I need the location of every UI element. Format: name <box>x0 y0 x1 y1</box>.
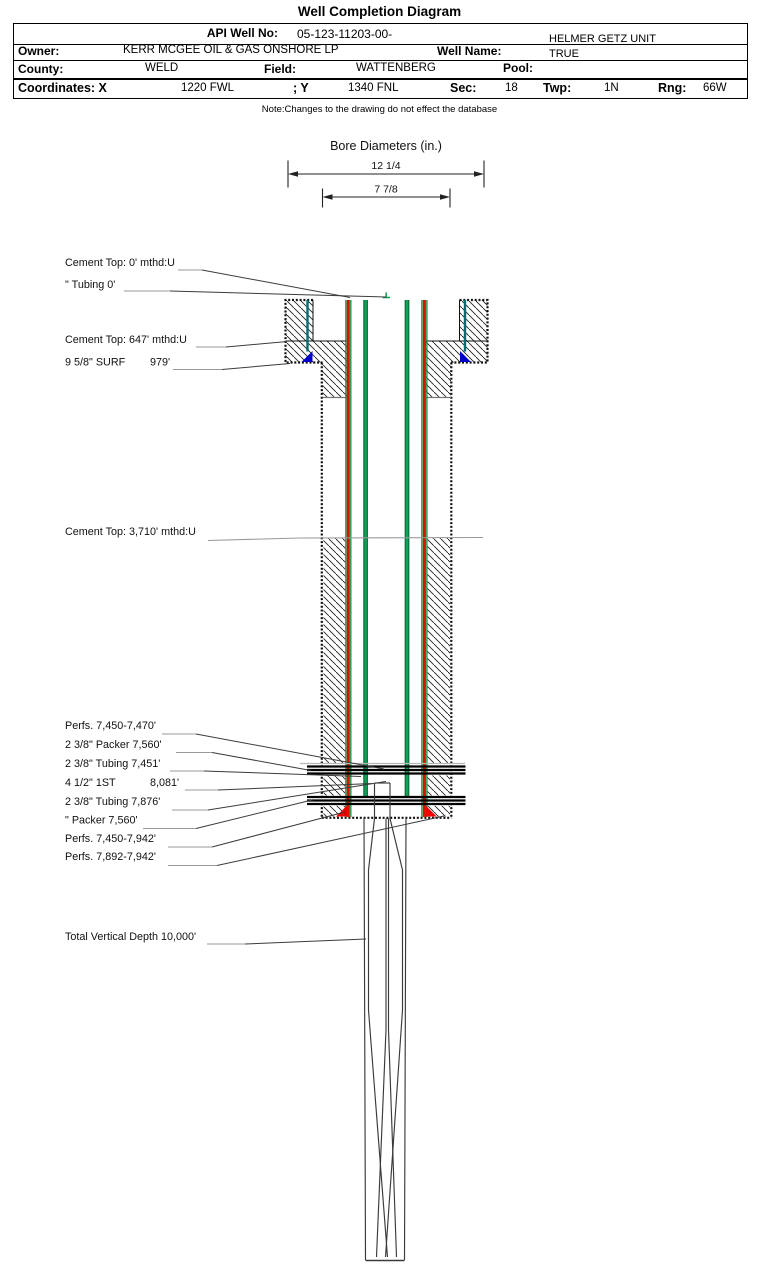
surface-casing-depth: 979' <box>150 357 170 369</box>
tubing-7451-label: 2 3/8" Tubing 7,451' <box>65 758 160 770</box>
liner-and-open-hole <box>363 782 407 1262</box>
coordinate-y-label: ; Y <box>293 81 309 95</box>
production-casing-string <box>345 300 428 817</box>
arrowhead-left-icon <box>288 171 298 177</box>
well-name-label: Well Name: <box>437 43 502 58</box>
pool-label: Pool: <box>503 61 533 75</box>
leader-lines <box>124 269 484 945</box>
cement-hatch-fills <box>285 300 488 817</box>
bore-diameters-title: Bore Diameters (in.) <box>330 139 442 153</box>
liner-depth: 8,081' <box>150 777 179 789</box>
borehole-outline <box>284 298 489 819</box>
well-info-table <box>13 23 748 99</box>
well-name-value-line1: HELMER GETZ UNIT <box>549 33 656 45</box>
county-value: WELD <box>145 62 179 74</box>
perfs-7450-7470-label: Perfs. 7,450-7,470' <box>65 720 156 732</box>
bore-diameters-group: Bore Diameters (in.) 12 1/4 7 7/8 <box>287 139 485 208</box>
field-value: WATTENBERG <box>356 62 436 74</box>
sec-label: Sec: <box>450 81 477 95</box>
surface-casing-string <box>301 300 471 362</box>
coordinates-label: Coordinates: X <box>18 81 107 95</box>
rng-label: Rng: <box>658 81 687 95</box>
cement-top-surface-label: Cement Top: 0' mthd:U <box>65 257 175 269</box>
inner-diameter-value: 7 7/8 <box>374 184 398 196</box>
rng-value: 66W <box>703 82 727 94</box>
casing-shoe-marker-left <box>301 351 313 362</box>
well-name-value-line2: TRUE <box>549 47 579 60</box>
county-label: County: <box>18 61 64 76</box>
tubing-string <box>363 292 410 796</box>
table-border-line <box>14 59 747 62</box>
perfs-7450-7942-label: Perfs. 7,450-7,942' <box>65 833 156 845</box>
coordinate-y-value: 1340 FNL <box>348 82 399 94</box>
packer-7560-label: 2 3/8" Packer 7,560' <box>65 739 162 751</box>
arrowhead-left-icon <box>322 194 333 200</box>
tubing-7876-label: 2 3/8" Tubing 7,876' <box>65 796 160 808</box>
packer-bands <box>300 762 466 806</box>
surface-casing-label: 9 5/8" SURF <box>65 357 126 369</box>
packer-7560-b-label: " Packer 7,560' <box>65 815 138 827</box>
annotation-labels: Cement Top: 0' mthd:U " Tubing 0' Cement… <box>65 257 196 943</box>
coordinate-x-value: 1220 FWL <box>181 82 235 94</box>
outer-diameter-value: 12 1/4 <box>371 160 400 172</box>
table-border-line <box>14 78 747 80</box>
wellhead-datum-tick <box>382 292 390 299</box>
field-label: Field: <box>264 61 296 76</box>
arrowhead-right-icon <box>440 194 450 200</box>
well-schematic: Bore Diameters (in.) 12 1/4 7 7/8 <box>65 139 489 1262</box>
arrowhead-right-icon <box>474 171 484 177</box>
tubing-surface-label: " Tubing 0' <box>65 279 115 291</box>
sec-value: 18 <box>505 82 518 94</box>
table-border-line <box>14 43 747 46</box>
casing-shoe-marker-right <box>460 351 471 362</box>
total-vertical-depth-label: Total Vertical Depth 10,000' <box>65 931 196 943</box>
cement-top-647-label: Cement Top: 647' mthd:U <box>65 334 187 346</box>
owner-value: KERR MCGEE OIL & GAS ONSHORE LP <box>123 44 339 56</box>
api-well-no-value: 05-123-11203-00- <box>297 26 393 41</box>
inner-diameter-dimension-line <box>321 188 451 208</box>
database-note: Note:Changes to the drawing do not effec… <box>261 104 498 115</box>
cement-top-3710-label: Cement Top: 3,710' mthd:U <box>65 526 196 538</box>
liner-label: 4 1/2" 1ST <box>65 777 116 789</box>
page-title: Well Completion Diagram <box>297 4 462 19</box>
api-well-no-label: API Well No: <box>206 26 278 40</box>
owner-label: Owner: <box>18 43 60 58</box>
twp-label: Twp: <box>543 81 572 95</box>
perfs-7892-7942-label: Perfs. 7,892-7,942' <box>65 851 156 863</box>
twp-value: 1N <box>604 82 619 94</box>
